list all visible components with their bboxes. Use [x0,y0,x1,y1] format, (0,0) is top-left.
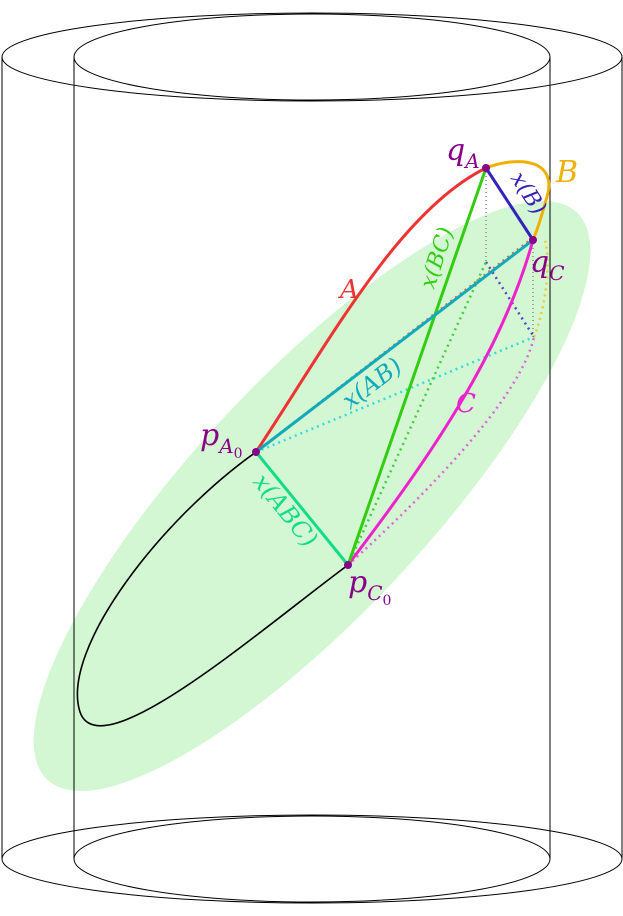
dotted-lines [255,239,549,566]
point-qC [529,236,537,244]
point-qA [482,164,490,172]
point-pC0 [344,561,352,569]
curve-A [254,166,487,453]
label-pC0: pC0 [348,565,391,609]
dotted-magenta [347,336,536,566]
curve-B [485,160,551,241]
chord-xAB [255,238,534,454]
label-A: A [338,275,359,305]
chord-xBC [346,167,488,566]
label-qA: qA [446,133,480,173]
point-pA0 [252,448,260,456]
points [252,164,537,569]
label-C: C [456,389,476,419]
inner-cylinder [73,13,551,903]
dotted-yellow [532,239,549,338]
curve-C [346,239,535,566]
dotted-red [255,239,531,453]
label-B: B [555,155,578,190]
dotted-cyan [255,335,535,454]
chord-xB [484,167,535,241]
label-pA0: pA0 [200,418,243,462]
outer-cylinder [1,12,623,904]
label-qC: qC [530,245,565,285]
chord-xABC [254,451,350,566]
tilted-ellipse-arc [76,451,349,727]
dotted-green [346,261,488,566]
shaded-plane [33,201,591,791]
vertical-drop-lines [485,168,534,337]
